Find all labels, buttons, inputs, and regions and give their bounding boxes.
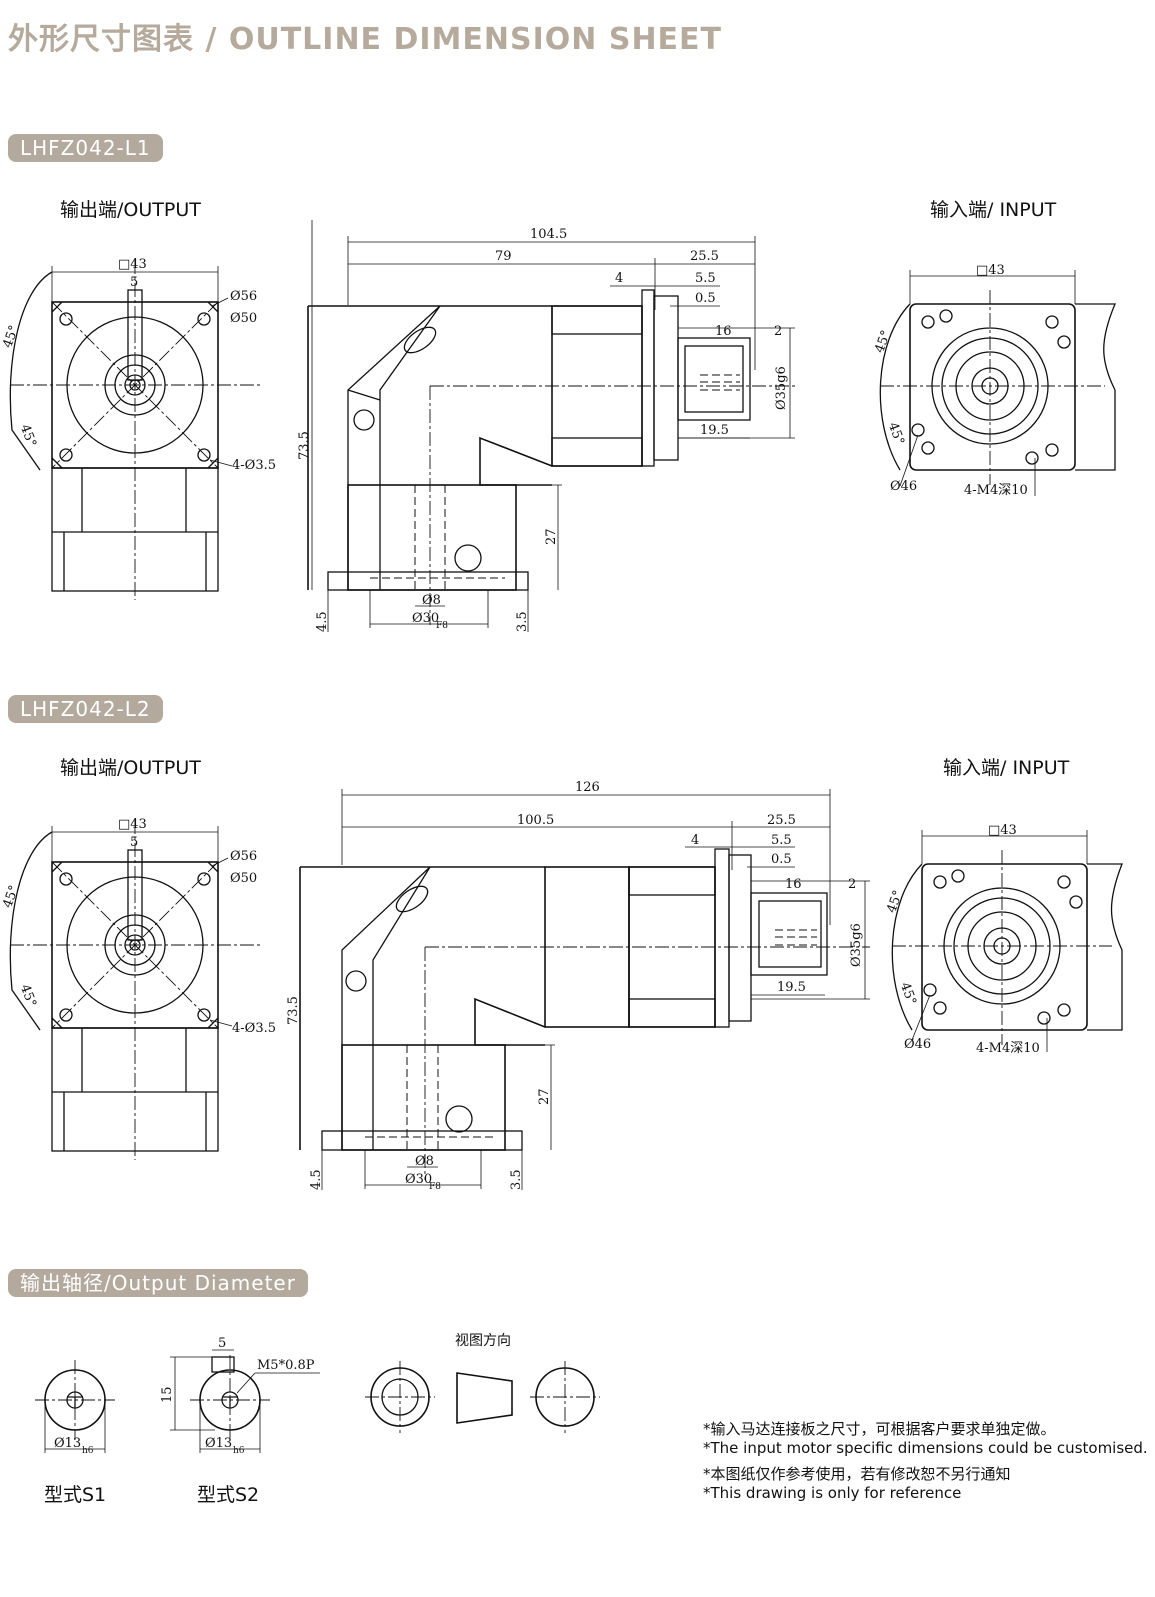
dim-holes: 4-Ø3.5 [232,458,276,473]
s2-dim-d13: Ø13 [205,1436,232,1451]
model-tag-l2: LHFZ042-L2 [8,695,163,723]
dim-d35: Ø35g6 [774,366,789,410]
dim-45b: 45° [17,982,39,1009]
note-reference-en: *This drawing is only for reference [703,1484,962,1502]
s1-dim-d13: Ø13 [54,1436,81,1451]
s1-label: 型式S1 [44,1484,107,1506]
dim-5: 5 [130,275,138,290]
dim-0-5: 0.5 [771,852,792,867]
in-dim-sq43: □43 [988,823,1017,838]
dim-45b: 45° [17,422,39,449]
dim-d30: Ø30 [412,611,439,626]
output-diameter-tag: 输出轴径/Output Diameter [8,1269,308,1297]
input-view-l2: □43 45° 45° Ø46 4-M4深10 [884,823,1123,1056]
note-customise-cn: *输入马达连接板之尺寸，可根据客户要求单独定做。 [703,1420,1056,1438]
in-dim-45b: 45° [885,420,907,447]
dim-sq43: □43 [118,257,147,272]
output-label-l1: 输出端/OUTPUT [60,199,201,221]
dim-f8: F8 [429,1182,441,1192]
output-label-l2: 输出端/OUTPUT [60,757,201,779]
shaft-s1: Ø13 h6 [35,1360,115,1456]
dim-d8: Ø8 [415,1154,434,1169]
s2-dim-15: 15 [160,1386,175,1403]
dim-total: 104.5 [530,227,567,242]
dim-flange: 25.5 [767,813,796,828]
in-dim-d46: Ø46 [904,1037,931,1052]
model-tag-l1: LHFZ042-L1 [8,134,163,162]
dim-d30: Ø30 [405,1172,432,1187]
side-view-l2: 126 100.5 25.5 4 5.5 0.5 Ø35g6 16 2 19.5… [286,780,870,1192]
s2-dim-5: 5 [218,1336,226,1351]
dim-total: 126 [575,780,600,795]
dim-d50: Ø50 [230,871,257,886]
output-view-l2: □43 5 Ø56 Ø50 4-Ø3.5 45° 45° [0,817,276,1160]
dim-body: 79 [495,249,512,264]
dim-45a: 45° [0,323,22,350]
in-dim-45a: 45° [872,328,894,355]
dim-5-5: 5.5 [771,833,792,848]
in-dim-holes: 4-M4深10 [964,483,1028,498]
dim-4: 4 [691,833,699,848]
dim-2: 2 [848,877,856,892]
dim-sq43: □43 [118,817,147,832]
dim-d56: Ø56 [230,289,257,304]
in-dim-45a: 45° [884,888,906,915]
side-view-l1: 104.5 79 25.5 4 5.5 0.5 Ø35g6 16 2 19.5 … [297,220,795,632]
in-dim-sq43: □43 [976,263,1005,278]
dim-16: 16 [715,324,732,339]
dim-19-5: 19.5 [777,980,806,995]
dim-d56: Ø56 [230,849,257,864]
dim-f8: F8 [436,621,448,631]
dim-19-5: 19.5 [700,423,729,438]
dim-d50: Ø50 [230,311,257,326]
s2-dim-thread: M5*0.8P [257,1358,315,1373]
dim-h3-5: 3.5 [515,611,530,632]
dim-h73-5: 73.5 [297,431,312,460]
dim-h73-5: 73.5 [286,996,301,1025]
input-label-l2: 输入端/ INPUT [943,757,1070,779]
s1-dim-h6: h6 [82,1446,94,1456]
dim-4: 4 [615,271,623,286]
dim-h3-5: 3.5 [509,1169,524,1190]
dim-d35: Ø35g6 [849,923,864,967]
dim-5-5: 5.5 [695,271,716,286]
view-direction-label: 视图方向 [455,1333,511,1349]
dim-holes: 4-Ø3.5 [232,1021,276,1036]
dim-2: 2 [774,324,782,339]
dim-d8: Ø8 [422,593,441,608]
dim-h4-5: 4.5 [315,611,330,632]
dim-h4-5: 4.5 [309,1169,324,1190]
dim-16: 16 [785,877,802,892]
dim-flange: 25.5 [690,249,719,264]
dim-body: 100.5 [517,813,554,828]
dim-5: 5 [130,835,138,850]
in-dim-holes: 4-M4深10 [976,1041,1040,1056]
note-customise-en: *The input motor specific dimensions cou… [703,1439,1148,1457]
dim-h27: 27 [544,528,559,545]
in-dim-45b: 45° [897,980,919,1007]
view-direction-diagram [365,1361,600,1433]
s2-dim-h6: h6 [233,1446,245,1456]
s2-label: 型式S2 [197,1484,260,1506]
output-view-l1: □43 5 Ø56 Ø50 4-Ø3.5 45° 45° [0,257,276,600]
dim-h27: 27 [537,1088,552,1105]
note-reference-cn: *本图纸仅作参考使用，若有修改恕不另行通知 [703,1465,1011,1483]
page-title: 外形尺寸图表 / OUTLINE DIMENSION SHEET [8,22,723,57]
input-view-l1: □43 45° 45° Ø46 4-M4深10 [872,263,1116,498]
dim-0-5: 0.5 [695,291,716,306]
dim-45a: 45° [0,883,22,910]
input-label-l1: 输入端/ INPUT [930,199,1057,221]
in-dim-d46: Ø46 [890,479,917,494]
shaft-s2: 5 15 M5*0.8P Ø13 h6 [160,1336,320,1456]
